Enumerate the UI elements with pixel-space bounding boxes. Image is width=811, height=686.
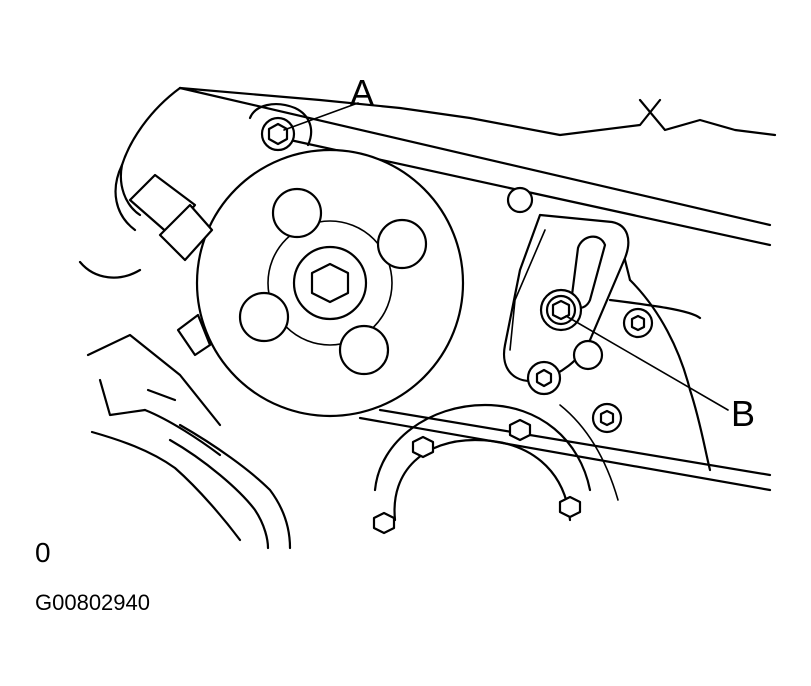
callout-label-b: B bbox=[731, 393, 756, 434]
main-pulley bbox=[195, 148, 465, 418]
bolt-a bbox=[248, 103, 313, 152]
callout-label-a: A bbox=[350, 72, 375, 113]
figure-code: G00802940 bbox=[35, 590, 150, 615]
engine-housing-outline bbox=[78, 86, 777, 472]
sensor-connector bbox=[128, 173, 214, 357]
hose bbox=[86, 333, 292, 550]
crank-pulley bbox=[372, 403, 619, 535]
leader-lines bbox=[283, 102, 729, 411]
bolt-b bbox=[539, 288, 583, 332]
hex-bolts bbox=[506, 186, 654, 434]
panel-id: 0 bbox=[35, 537, 51, 568]
